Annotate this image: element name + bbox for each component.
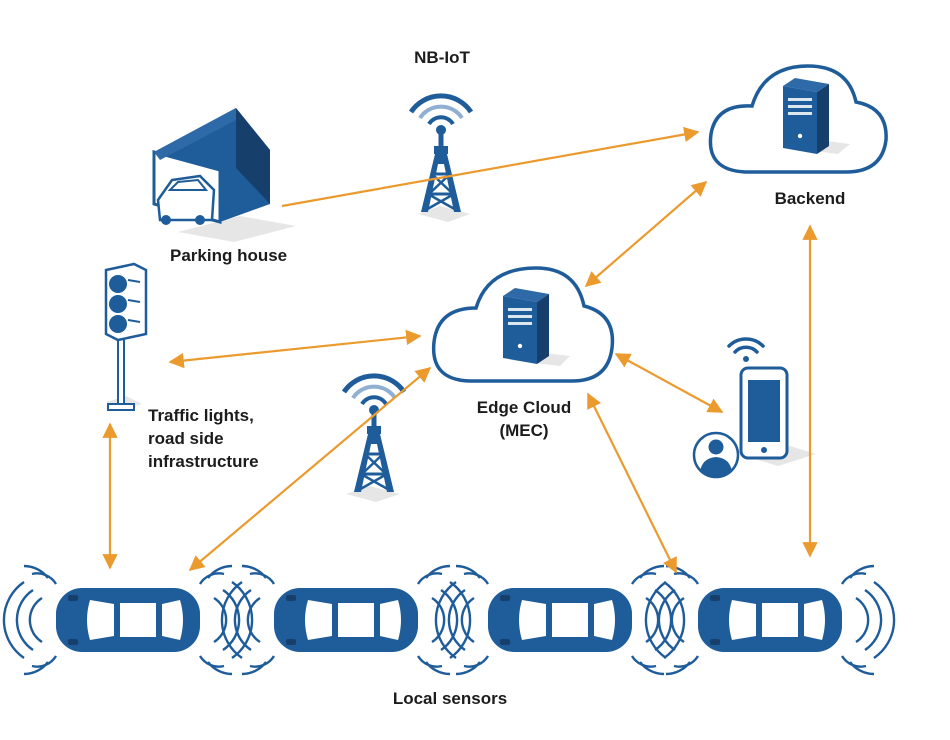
- label-backend: Backend: [774, 189, 846, 208]
- label-traffic-line-1: Traffic lights,: [148, 406, 254, 425]
- label-nbiot: NB-IoT: [414, 48, 470, 67]
- nbiot-tower-icon: [411, 96, 471, 222]
- label-traffic-lights: Traffic lights, road side infrastructure: [148, 404, 259, 473]
- smartphone-icon: [739, 366, 816, 466]
- edge-cloud-icon: [431, 266, 615, 383]
- arrow-edge-backend: [584, 180, 708, 288]
- arrow-car-edge: [188, 367, 432, 571]
- arrow-edge-car: [587, 392, 677, 574]
- person-icon: [692, 431, 740, 479]
- car-icon: [2, 564, 254, 676]
- label-parking-house: Parking house: [170, 246, 288, 265]
- label-traffic-line-2: road side: [148, 429, 224, 448]
- label-edge-line-2: (MEC): [499, 421, 549, 440]
- arrow-parking-backend: [281, 126, 700, 208]
- backend-cloud-icon: [708, 64, 888, 174]
- local-tower-icon: [344, 376, 404, 502]
- label-edge-cloud: Edge Cloud (MEC): [464, 396, 584, 442]
- wifi-icon: [727, 337, 765, 362]
- car-icon: [220, 564, 472, 676]
- garage-car-icon: [152, 108, 296, 242]
- label-edge-line-1: Edge Cloud: [476, 398, 572, 417]
- arrow-edge-phone: [614, 353, 724, 413]
- traffic-light-icon: [104, 262, 148, 411]
- label-traffic-line-3: infrastructure: [148, 452, 259, 471]
- arrow-traffic-edge: [168, 329, 422, 369]
- label-local-sensors: Local sensors: [392, 689, 508, 708]
